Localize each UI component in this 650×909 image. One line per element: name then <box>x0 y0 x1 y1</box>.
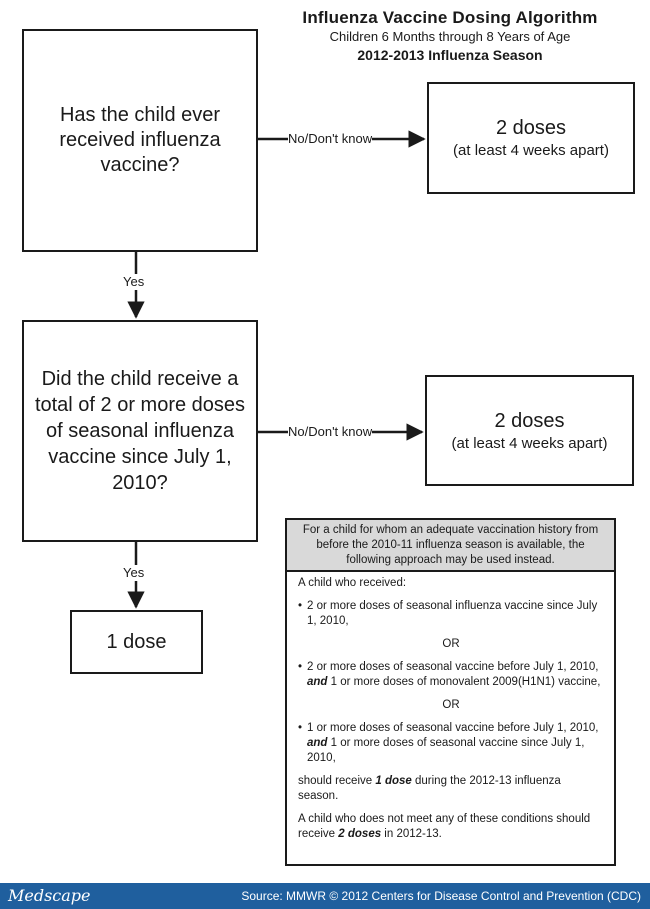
note-body: A child who received: • 2 or more doses … <box>287 572 614 842</box>
label-no-1: No/Don't know <box>288 131 373 147</box>
note-conclusion: should receive 1 dose during the 2012-13… <box>298 774 604 804</box>
note-bullet-2-part-a: 2 or more doses of seasonal vaccine befo… <box>307 661 599 673</box>
note-or-1: OR <box>442 638 460 650</box>
alternative-approach-note: For a child for whom an adequate vaccina… <box>285 518 616 866</box>
note-bullet-3-part-a: 1 or more doses of seasonal vaccine befo… <box>307 722 599 734</box>
note-bullet-1-text: 2 or more doses of seasonal influenza va… <box>307 600 598 627</box>
note-and-emphasis: and <box>307 737 328 749</box>
note-bullet-3: • 1 or more doses of seasonal vaccine be… <box>298 721 604 766</box>
result-one-dose: 1 dose <box>70 610 203 674</box>
bullet-dot: • <box>298 722 303 734</box>
note-or-2: OR <box>442 699 460 711</box>
season-label: 2012-2013 Influenza Season <box>357 47 543 63</box>
label-yes-2: Yes <box>123 565 145 581</box>
result-two-doses-1-sub: (at least 4 weeks apart) <box>453 142 609 159</box>
note-final: A child who does not meet any of these c… <box>298 812 604 842</box>
note-final-part-a: A child who does not meet any of these c… <box>298 813 591 840</box>
note-two-doses-emphasis: 2 doses <box>338 828 382 840</box>
medscape-logo[interactable]: Medscape <box>8 886 91 905</box>
note-intro: A child who received: <box>298 577 407 589</box>
diagram-title: Influenza Vaccine Dosing Algorithm <box>302 8 598 27</box>
source-credit: Source: MMWR © 2012 Centers for Disease … <box>241 889 641 903</box>
note-bullet-2-text: 2 or more doses of seasonal vaccine befo… <box>307 660 604 690</box>
label-yes-1: Yes <box>123 274 145 290</box>
note-one-dose-emphasis: 1 dose <box>375 775 412 787</box>
note-bullet-1: • 2 or more doses of seasonal influenza … <box>298 599 604 629</box>
note-bullet-2-part-b: 1 or more doses of monovalent 2009(H1N1)… <box>327 676 601 688</box>
note-conclusion-part-a: should receive <box>298 775 376 787</box>
question-two-doses-since-2010: Did the child receive a total of 2 or mo… <box>22 320 258 542</box>
label-no-2: No/Don't know <box>288 424 373 440</box>
bullet-dot: • <box>298 600 303 612</box>
result-two-doses-1-main: 2 doses <box>495 117 567 139</box>
result-two-doses-2-sub: (at least 4 weeks apart) <box>451 434 608 452</box>
diagram-subtitle: Children 6 Months through 8 Years of Age <box>329 29 571 44</box>
note-bullet-3-part-b: 1 or more doses of seasonal vaccine sinc… <box>307 737 585 764</box>
question-ever-received: Has the child ever received influenza va… <box>22 29 258 252</box>
result-two-doses-1: 2 doses (at least 4 weeks apart) <box>427 82 635 194</box>
bullet-dot: • <box>298 661 303 673</box>
footer-bar: Medscape Source: MMWR © 2012 Centers for… <box>0 883 650 909</box>
note-header: For a child for whom an adequate vaccina… <box>287 520 614 572</box>
result-two-doses-2-main: 2 doses <box>494 409 565 432</box>
note-conclusion-part-b: during the 2012-13 influenza season. <box>298 775 561 802</box>
note-bullet-2: • 2 or more doses of seasonal vaccine be… <box>298 660 604 690</box>
note-bullet-3-text: 1 or more doses of seasonal vaccine befo… <box>307 721 604 766</box>
note-and-emphasis: and <box>307 676 328 688</box>
result-two-doses-2: 2 doses (at least 4 weeks apart) <box>425 375 634 486</box>
note-final-part-b: in 2012-13. <box>381 828 442 840</box>
